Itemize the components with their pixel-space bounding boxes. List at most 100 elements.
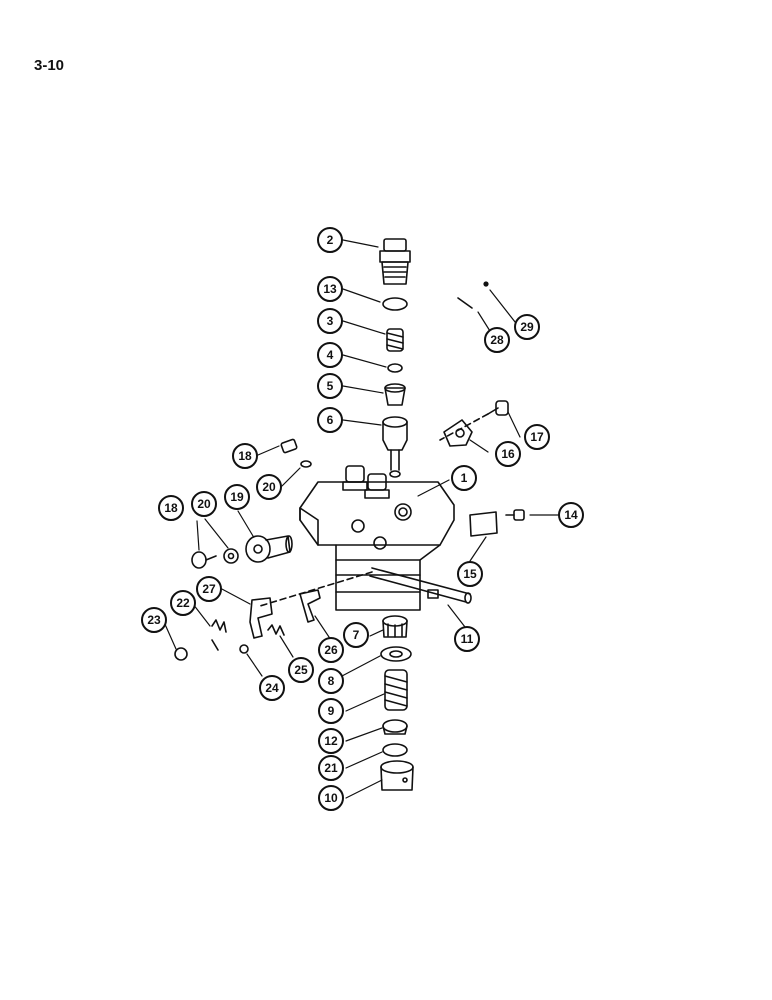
- callout-circle: [288, 657, 314, 683]
- part-lower-seat: [382, 719, 408, 735]
- callout-circle: [317, 373, 343, 399]
- part-plunger-barrel: [382, 416, 408, 478]
- callout-number: 20: [262, 480, 276, 494]
- callout-13: 13: [317, 276, 343, 302]
- part-banjo-fitting: [245, 535, 293, 563]
- callout-circle: [495, 441, 521, 467]
- callout-3: 3: [317, 308, 343, 334]
- callout-circle: [317, 342, 343, 368]
- callout-number: 20: [197, 497, 211, 511]
- callout-17: 17: [524, 424, 550, 450]
- callout-number: 12: [324, 734, 338, 748]
- leader-lines: [163, 239, 562, 799]
- callout-number: 22: [176, 596, 190, 610]
- callout-24: 24: [259, 675, 285, 701]
- callout-7: 7: [343, 622, 369, 648]
- callout-number: 11: [461, 632, 474, 646]
- part-ring: [382, 743, 408, 757]
- callout-number: 6: [327, 413, 334, 427]
- callout-12: 12: [318, 728, 344, 754]
- callout-circle: [141, 607, 167, 633]
- part-screw-14: [505, 509, 525, 521]
- part-spring-22: [211, 619, 227, 651]
- callout-number: 27: [202, 582, 216, 596]
- callout-18: 18: [232, 443, 258, 469]
- callout-11: 11: [454, 626, 480, 652]
- callout-10: 10: [318, 785, 344, 811]
- callout-circle: [317, 407, 343, 433]
- part-washer-20-upper: [300, 460, 312, 468]
- part-spring-seat: [380, 646, 412, 662]
- callout-circle: [191, 491, 217, 517]
- callout-number: 3: [327, 314, 334, 328]
- callout-circle: [558, 502, 584, 528]
- callout-6: 6: [317, 407, 343, 433]
- callout-number: 25: [294, 663, 308, 677]
- callout-number: 16: [501, 447, 515, 461]
- part-tappet-cap: [382, 615, 408, 638]
- callout-number: 18: [238, 449, 252, 463]
- part-pin-28: [457, 297, 473, 309]
- callout-number: 24: [265, 681, 279, 695]
- callout-number: 1: [461, 471, 468, 485]
- part-bracket: [249, 597, 273, 639]
- page-number: 3-10: [34, 57, 65, 74]
- callout-number: 5: [327, 379, 334, 393]
- callout-2: 2: [317, 227, 343, 253]
- callout-number: 29: [520, 320, 534, 334]
- part-valve-spring: [386, 328, 404, 352]
- callout-circle: [318, 755, 344, 781]
- callout-circle: [318, 785, 344, 811]
- callout-circle: [224, 484, 250, 510]
- callout-number: 28: [490, 333, 504, 347]
- callout-circle: [317, 276, 343, 302]
- part-washer: [387, 363, 403, 373]
- callout-19: 19: [224, 484, 250, 510]
- callout-number: 8: [328, 674, 335, 688]
- part-nut-23: [174, 647, 188, 661]
- callout-group: 1234567891011121314151617181819202021222…: [141, 227, 584, 811]
- part-control-rod: [369, 567, 472, 604]
- callout-circle: [158, 495, 184, 521]
- callout-circle: [317, 227, 343, 253]
- callout-number: 10: [324, 791, 338, 805]
- callout-20: 20: [191, 491, 217, 517]
- callout-9: 9: [318, 698, 344, 724]
- callout-number: 4: [327, 348, 334, 362]
- callout-14: 14: [558, 502, 584, 528]
- callout-26: 26: [318, 637, 344, 663]
- callout-number: 18: [164, 501, 178, 515]
- part-ball-29: [483, 281, 489, 287]
- callout-number: 2: [327, 233, 334, 247]
- callout-number: 13: [323, 282, 337, 296]
- callout-number: 19: [230, 490, 244, 504]
- part-pump-body: [299, 465, 455, 611]
- callout-circle: [454, 626, 480, 652]
- callout-number: 17: [530, 430, 544, 444]
- part-lever-plate: [443, 419, 473, 447]
- callout-28: 28: [484, 327, 510, 353]
- callout-circle: [196, 576, 222, 602]
- callout-circle: [232, 443, 258, 469]
- callout-circle: [514, 314, 540, 340]
- part-delivery-valve: [384, 383, 406, 406]
- part-o-ring: [382, 297, 408, 311]
- part-tappet: [380, 760, 414, 791]
- callout-15: 15: [457, 561, 483, 587]
- callout-circle: [317, 308, 343, 334]
- part-delivery-valve-holder: [379, 238, 411, 285]
- callout-29: 29: [514, 314, 540, 340]
- part-nut-24: [239, 644, 249, 654]
- callout-number: 21: [324, 761, 338, 775]
- callout-number: 26: [324, 643, 338, 657]
- callout-number: 23: [147, 613, 161, 627]
- callout-23: 23: [141, 607, 167, 633]
- part-lever-26: [299, 589, 321, 623]
- callout-21: 21: [318, 755, 344, 781]
- callout-1: 1: [451, 465, 477, 491]
- callout-5: 5: [317, 373, 343, 399]
- callout-number: 9: [328, 704, 335, 718]
- callout-circle: [318, 668, 344, 694]
- part-plunger-spring: [384, 669, 408, 711]
- part-fitting-18-upper: [280, 438, 298, 454]
